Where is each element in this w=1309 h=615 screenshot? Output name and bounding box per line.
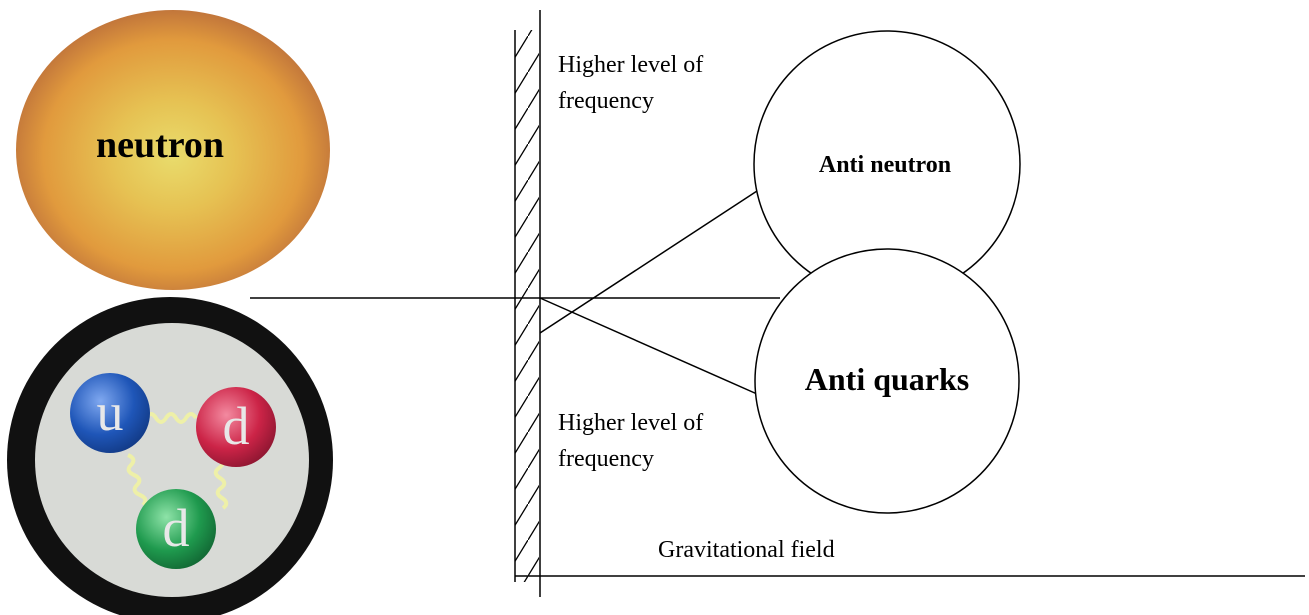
neutron-label: neutron	[96, 124, 224, 166]
quark-disk: u d d	[7, 297, 333, 615]
gravitational-field-label: Gravitational field	[658, 537, 835, 563]
down-quark-red-letter: d	[223, 396, 250, 456]
anti-quarks-circle: Anti quarks	[754, 248, 1020, 514]
down-quark-green: d	[136, 489, 216, 569]
up-quark: u	[70, 373, 150, 453]
neutron-sphere: neutron	[16, 10, 330, 290]
upper-frequency-label-line1: Higher level of	[558, 52, 703, 78]
lower-frequency-label-line1: Higher level of	[558, 410, 703, 436]
connector-to-anti-quarks	[539, 297, 758, 395]
hatched-wall	[515, 30, 539, 582]
anti-neutron-label: Anti neutron	[819, 152, 951, 178]
gluon-line	[126, 453, 148, 507]
gluon-line	[213, 456, 229, 510]
gluon-line	[144, 412, 198, 424]
anti-neutron-circle: Anti neutron	[753, 30, 1021, 298]
lower-frequency-label-line2: frequency	[558, 446, 654, 472]
up-quark-letter: u	[97, 382, 124, 442]
anti-quarks-label: Anti quarks	[805, 361, 970, 397]
down-quark-green-letter: d	[163, 498, 190, 558]
upper-frequency-label-line2: frequency	[558, 88, 654, 114]
down-quark-red: d	[196, 387, 276, 467]
connector-to-anti-neutron	[539, 190, 758, 334]
